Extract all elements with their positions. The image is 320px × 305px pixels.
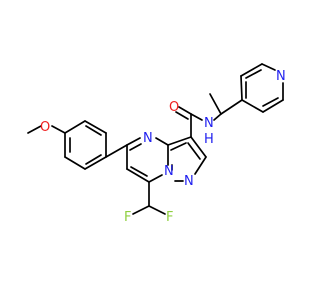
atom-n-bridge: N: [164, 164, 174, 179]
bond: [261, 63, 276, 71]
atom-h-amide: H: [204, 132, 214, 147]
bond-carbonyl-o: [178, 106, 192, 115]
bond: [126, 168, 150, 183]
bond-o-aryl: [51, 125, 66, 134]
bond: [64, 120, 86, 134]
pyrazole-ring: [167, 136, 207, 182]
atom-o-methoxy: O: [40, 120, 50, 135]
bond: [155, 137, 169, 146]
bond: [240, 75, 243, 101]
structure-svg: O O N H N N N N F F: [27, 63, 286, 225]
atom-f-left: F: [124, 210, 131, 225]
pyridine-ring: [240, 63, 284, 113]
atom-n-pyridine: N: [276, 69, 286, 84]
bond: [64, 156, 86, 170]
bond: [240, 63, 263, 77]
bond: [84, 156, 107, 170]
bond-double: [187, 142, 201, 160]
bond: [190, 136, 207, 158]
bond-double: [245, 69, 262, 79]
molecule-diagram: O O N H N N N N F F: [27, 63, 286, 225]
bond-cf2-fleft: [132, 205, 150, 215]
bond-carbonyl-n: [190, 113, 203, 121]
bond-double: [170, 142, 187, 151]
bond-ch-pyridine: [220, 99, 243, 115]
bond-n-ch: [213, 113, 222, 121]
bond: [126, 137, 141, 146]
bond-double: [262, 97, 279, 107]
atom-n-amide: N: [204, 116, 214, 131]
bond-methyl-o: [27, 125, 42, 134]
bond-double: [85, 125, 102, 136]
bond: [84, 120, 107, 134]
bond: [167, 136, 192, 146]
methoxyphenyl-ring: [64, 120, 107, 170]
atom-n-pyrazole: N: [184, 174, 194, 189]
bond: [148, 174, 163, 183]
bond-double: [130, 166, 148, 177]
bond-ch-methyl: [209, 93, 222, 115]
bond-cf2-fright: [148, 205, 166, 215]
atom-f-right: F: [166, 210, 173, 225]
pyrimidine-ring: [126, 137, 169, 183]
bond: [262, 99, 284, 113]
bond-double: [85, 154, 102, 165]
bond-carbonyl-o-double: [175, 111, 189, 120]
bond: [241, 99, 264, 113]
atom-o-carbonyl: O: [169, 100, 179, 115]
bond: [194, 156, 207, 175]
bond: [129, 143, 142, 151]
atom-n-pyrimidine: N: [143, 131, 153, 146]
bond-aryl-pyrimidine: [105, 144, 128, 158]
